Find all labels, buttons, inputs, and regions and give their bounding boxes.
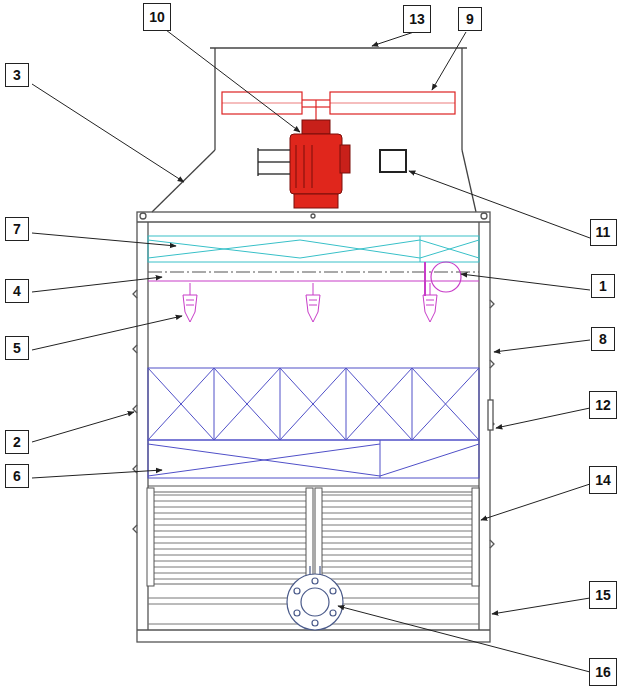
callout-box: 7 [5,217,29,241]
drift-eliminator [148,236,479,262]
callout-number: 3 [13,67,21,83]
callout-box: 10 [143,3,171,31]
callout-number: 15 [595,587,611,603]
callout-box: 9 [458,7,482,31]
callout-number: 4 [13,283,21,299]
callout-number: 6 [13,468,21,484]
leader-lines [32,30,590,672]
callout-number: 2 [13,434,21,450]
tower-casing [133,212,494,642]
fan-hood [152,48,476,212]
callout-number: 11 [596,224,611,240]
callout-number: 9 [466,11,474,27]
callout-box: 14 [589,466,617,494]
fill-media [148,368,479,478]
callout-box: 12 [589,391,617,419]
callout-box: 5 [5,336,29,360]
callout-box: 11 [590,219,617,246]
callout-box: 15 [589,581,617,609]
fan-blades [222,92,455,122]
callout-box: 4 [5,279,29,303]
callout-number: 10 [149,9,165,25]
fan-motor [258,120,350,208]
callout-number: 12 [595,397,611,413]
spray-nozzles [183,283,437,322]
callout-number: 13 [409,11,425,27]
callout-box: 2 [5,430,29,454]
air-inlet-louvers [147,486,479,586]
callout-box: 13 [403,5,431,33]
callout-box: 6 [5,464,29,488]
callout-number: 8 [599,331,607,347]
outlet-flange [287,566,343,630]
callout-number: 1 [599,278,607,294]
callout-box: 8 [591,327,615,351]
access-hatch [380,150,406,172]
callout-box: 1 [591,274,615,298]
callout-box: 3 [5,63,29,87]
callout-box: 16 [589,658,617,686]
callout-number: 16 [595,664,611,680]
callout-number: 7 [13,221,21,237]
callout-number: 5 [13,340,21,356]
callout-number: 14 [595,472,611,488]
